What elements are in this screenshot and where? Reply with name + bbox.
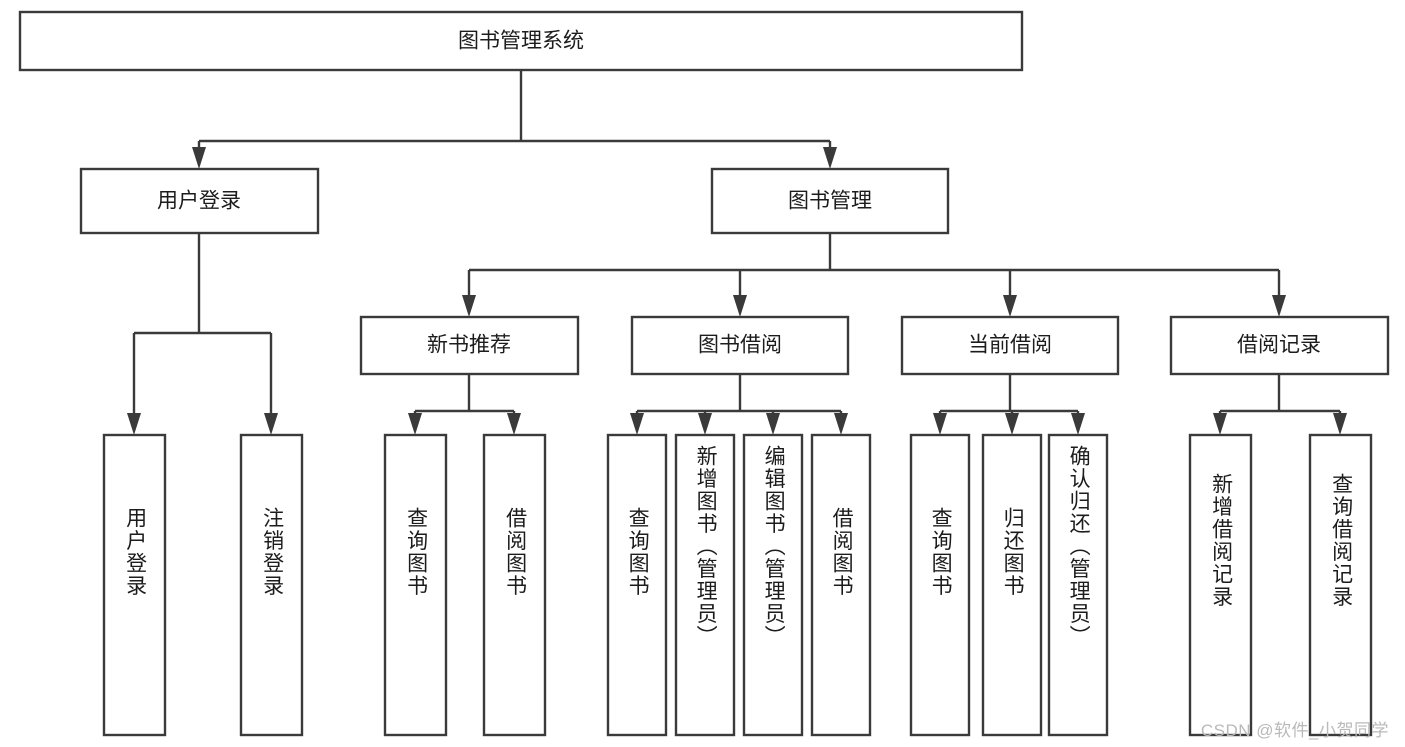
- arrow-to-leaf-13: [1333, 413, 1347, 435]
- arrow-to-borrow: [733, 295, 747, 317]
- node-current-borrow[interactable]: 当前借阅: [900, 315, 1120, 376]
- arrow-to-new-book: [462, 295, 476, 317]
- leaf-box-layer: [102, 433, 1373, 737]
- arrow-to-leaf-4: [507, 413, 521, 435]
- node-borrow-record-box[interactable]: [1169, 315, 1390, 376]
- node-current-borrow-box[interactable]: [900, 315, 1120, 376]
- arrow-to-leaf-8: [834, 413, 848, 435]
- node-user-login[interactable]: 用户登录: [79, 167, 320, 235]
- leaf-box-edit-book-admin[interactable]: [742, 433, 804, 737]
- leaf-box-add-borrow-record[interactable]: [1188, 433, 1253, 737]
- leaf-box-logout[interactable]: [239, 433, 304, 737]
- node-book-manage-box[interactable]: [710, 167, 950, 235]
- leaf-box-confirm-return-admin[interactable]: [1047, 433, 1109, 737]
- node-current-borrow-label: 当前借阅: [968, 334, 1052, 357]
- leaf-box-query-book-current[interactable]: [909, 433, 971, 737]
- leaf-box-query-book-borrow[interactable]: [606, 433, 668, 737]
- node-book-borrow[interactable]: 图书借阅: [630, 315, 850, 376]
- arrow-to-leaf-7: [766, 413, 780, 435]
- node-book-borrow-label: 图书借阅: [698, 334, 782, 357]
- node-user-login-box[interactable]: [79, 167, 320, 235]
- leaf-box-add-book-admin[interactable]: [674, 433, 736, 737]
- node-root[interactable]: 图书管理系统: [18, 10, 1024, 72]
- node-user-login-label: 用户登录: [157, 190, 241, 213]
- node-borrow-record[interactable]: 借阅记录: [1169, 315, 1390, 376]
- arrow-to-current-borrow: [1003, 295, 1017, 317]
- arrow-to-leaf-11: [1071, 413, 1085, 435]
- arrow-to-leaf-6: [698, 413, 712, 435]
- node-root-label: 图书管理系统: [458, 30, 584, 53]
- node-book-borrow-box[interactable]: [630, 315, 850, 376]
- arrow-to-leaf-5: [630, 413, 644, 435]
- arrow-to-leaf-10: [1005, 413, 1019, 435]
- node-new-book-recommend-label: 新书推荐: [427, 334, 511, 357]
- leaf-box-return-book[interactable]: [981, 433, 1043, 737]
- arrow-to-borrow-record: [1272, 295, 1286, 317]
- node-root-box[interactable]: [18, 10, 1024, 72]
- arrow-to-leaf-2: [264, 413, 278, 435]
- node-new-book-recommend-box[interactable]: [359, 315, 580, 376]
- arrow-to-leaf-12: [1213, 413, 1227, 435]
- csdn-watermark: CSDN @软件_小贺同学: [1200, 721, 1389, 740]
- node-book-manage-label: 图书管理: [788, 190, 872, 213]
- connector-layer: [132, 70, 1342, 413]
- leaf-box-borrow-book[interactable]: [810, 433, 872, 737]
- arrow-to-leaf-3: [408, 413, 422, 435]
- node-book-manage[interactable]: 图书管理: [710, 167, 950, 235]
- arrow-to-leaf-9: [933, 413, 947, 435]
- arrow-to-leaf-1: [127, 413, 141, 435]
- leaf-box-user-login[interactable]: [102, 433, 167, 737]
- node-new-book-recommend[interactable]: 新书推荐: [359, 315, 580, 376]
- leaf-box-query-borrow-record[interactable]: [1308, 433, 1373, 737]
- leaf-box-borrow-book-new[interactable]: [482, 433, 547, 737]
- node-borrow-record-label: 借阅记录: [1237, 334, 1321, 357]
- arrow-to-user-login: [192, 147, 206, 169]
- leaf-box-query-book-new[interactable]: [383, 433, 448, 737]
- arrow-to-book-manage: [823, 147, 837, 169]
